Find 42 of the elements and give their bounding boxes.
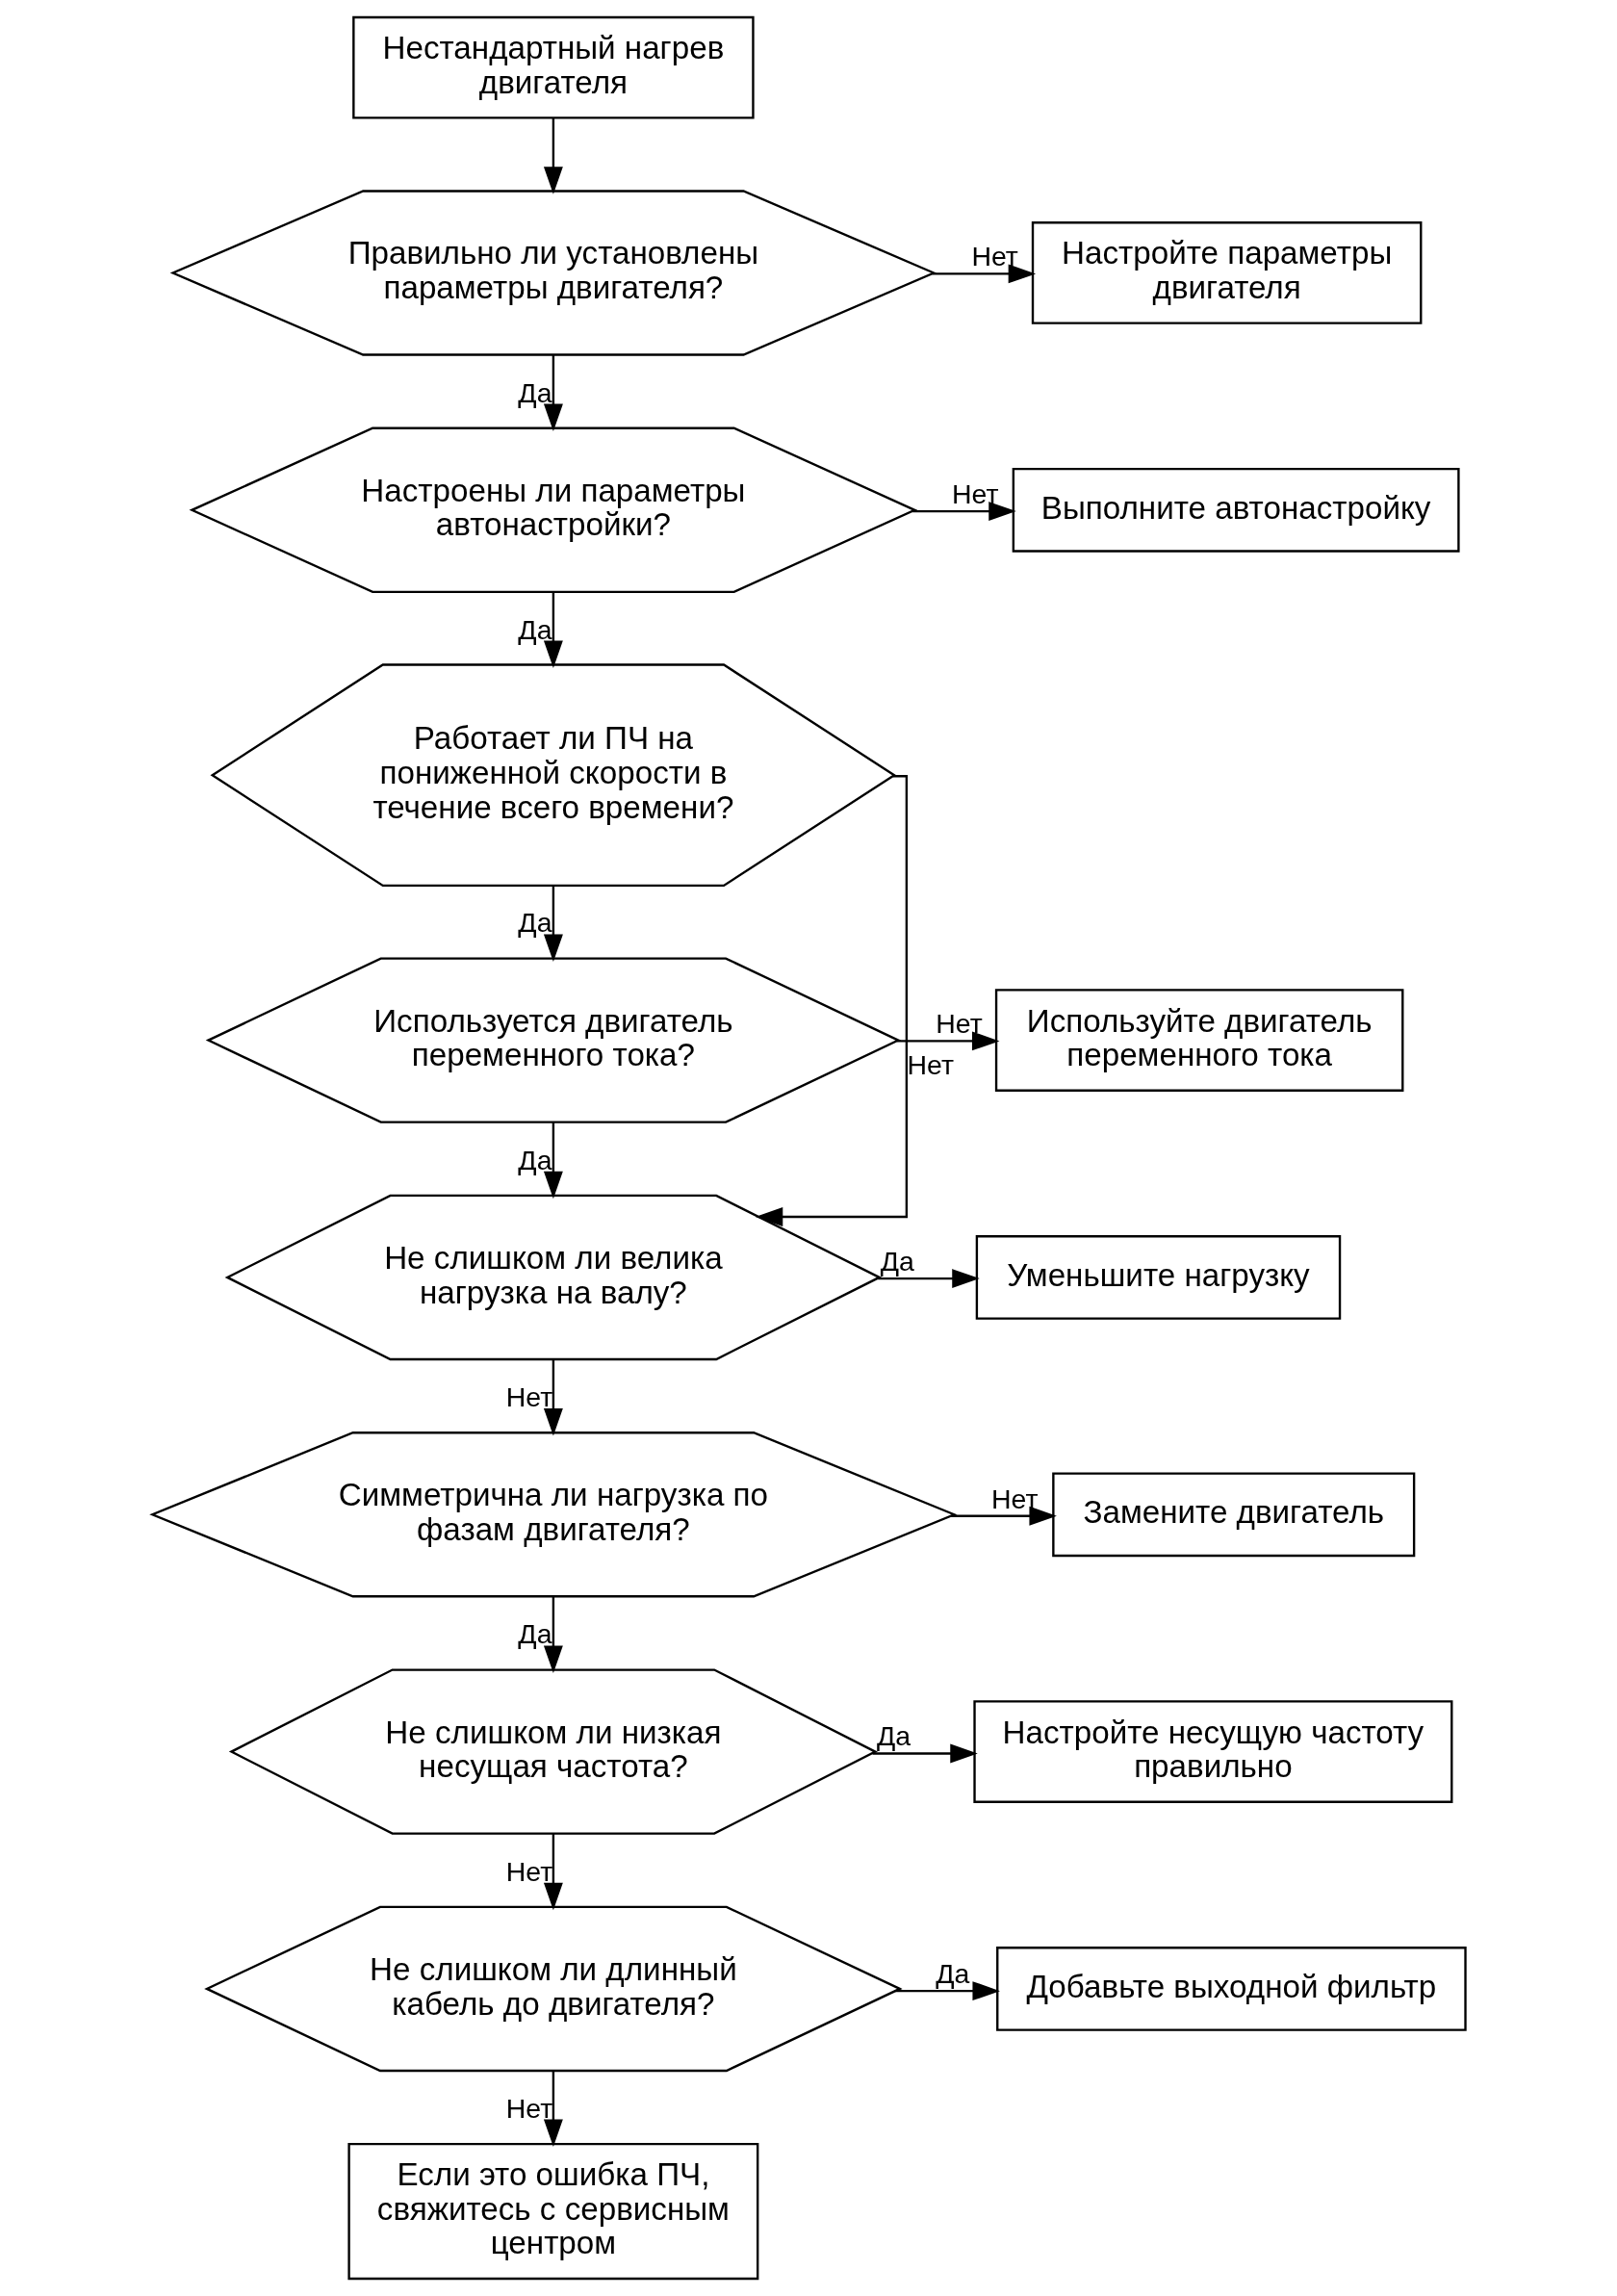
edge-label: Нет xyxy=(990,1483,1039,1514)
edge-label: Нет xyxy=(970,241,1018,272)
node-box: Настройте параметры двигателя xyxy=(1031,221,1422,324)
arrow xyxy=(755,775,908,1226)
node-box: Если это ошибка ПЧ, свяжитесь с сервисным центром xyxy=(346,2142,758,2281)
edge-label: Да xyxy=(517,613,552,645)
node-box: Уменьшите нагрузку xyxy=(975,1235,1341,1320)
arrow xyxy=(543,354,563,432)
edge-label: Да xyxy=(517,1144,552,1175)
arrow xyxy=(896,1031,999,1051)
arrow xyxy=(543,1834,563,1911)
node-box: Настройте несущую частоту правильно xyxy=(972,1700,1452,1803)
arrow xyxy=(543,1122,563,1200)
arrow xyxy=(877,1269,980,1289)
edge-label: Нет xyxy=(505,2092,552,2124)
edge-label: Нет xyxy=(951,478,998,510)
arrow xyxy=(894,1981,1000,2001)
edge-label: Нет xyxy=(935,1008,983,1040)
edge-label: Да xyxy=(935,1958,969,1990)
arrow xyxy=(911,502,1016,522)
arrow xyxy=(543,885,563,963)
node-box: Выполните автонастройку xyxy=(1012,467,1460,553)
arrow xyxy=(543,117,563,194)
arrow xyxy=(950,1506,1057,1526)
arrow xyxy=(543,592,563,668)
arrow xyxy=(872,1743,978,1764)
node-box: Используйте двигатель переменного тока xyxy=(994,989,1403,1092)
node-box: Добавьте выходной фильтр xyxy=(995,1947,1467,2031)
node-box: Нестандартный нагрев двигателя xyxy=(351,15,755,119)
edge-label: Нет xyxy=(505,1381,552,1413)
edge-label: Нет xyxy=(907,1048,954,1080)
edge-label: Да xyxy=(876,1720,911,1752)
arrow xyxy=(543,1596,563,1673)
edge-label: Да xyxy=(517,907,552,939)
edge-label: Да xyxy=(517,376,552,408)
edge-label: Нет xyxy=(505,1855,552,1887)
arrow xyxy=(932,264,1036,284)
node-box: Замените двигатель xyxy=(1051,1472,1415,1558)
edge-label: Да xyxy=(517,1618,552,1650)
arrow xyxy=(543,2071,563,2147)
edge-label: Да xyxy=(880,1246,914,1277)
arrow xyxy=(543,1359,563,1436)
